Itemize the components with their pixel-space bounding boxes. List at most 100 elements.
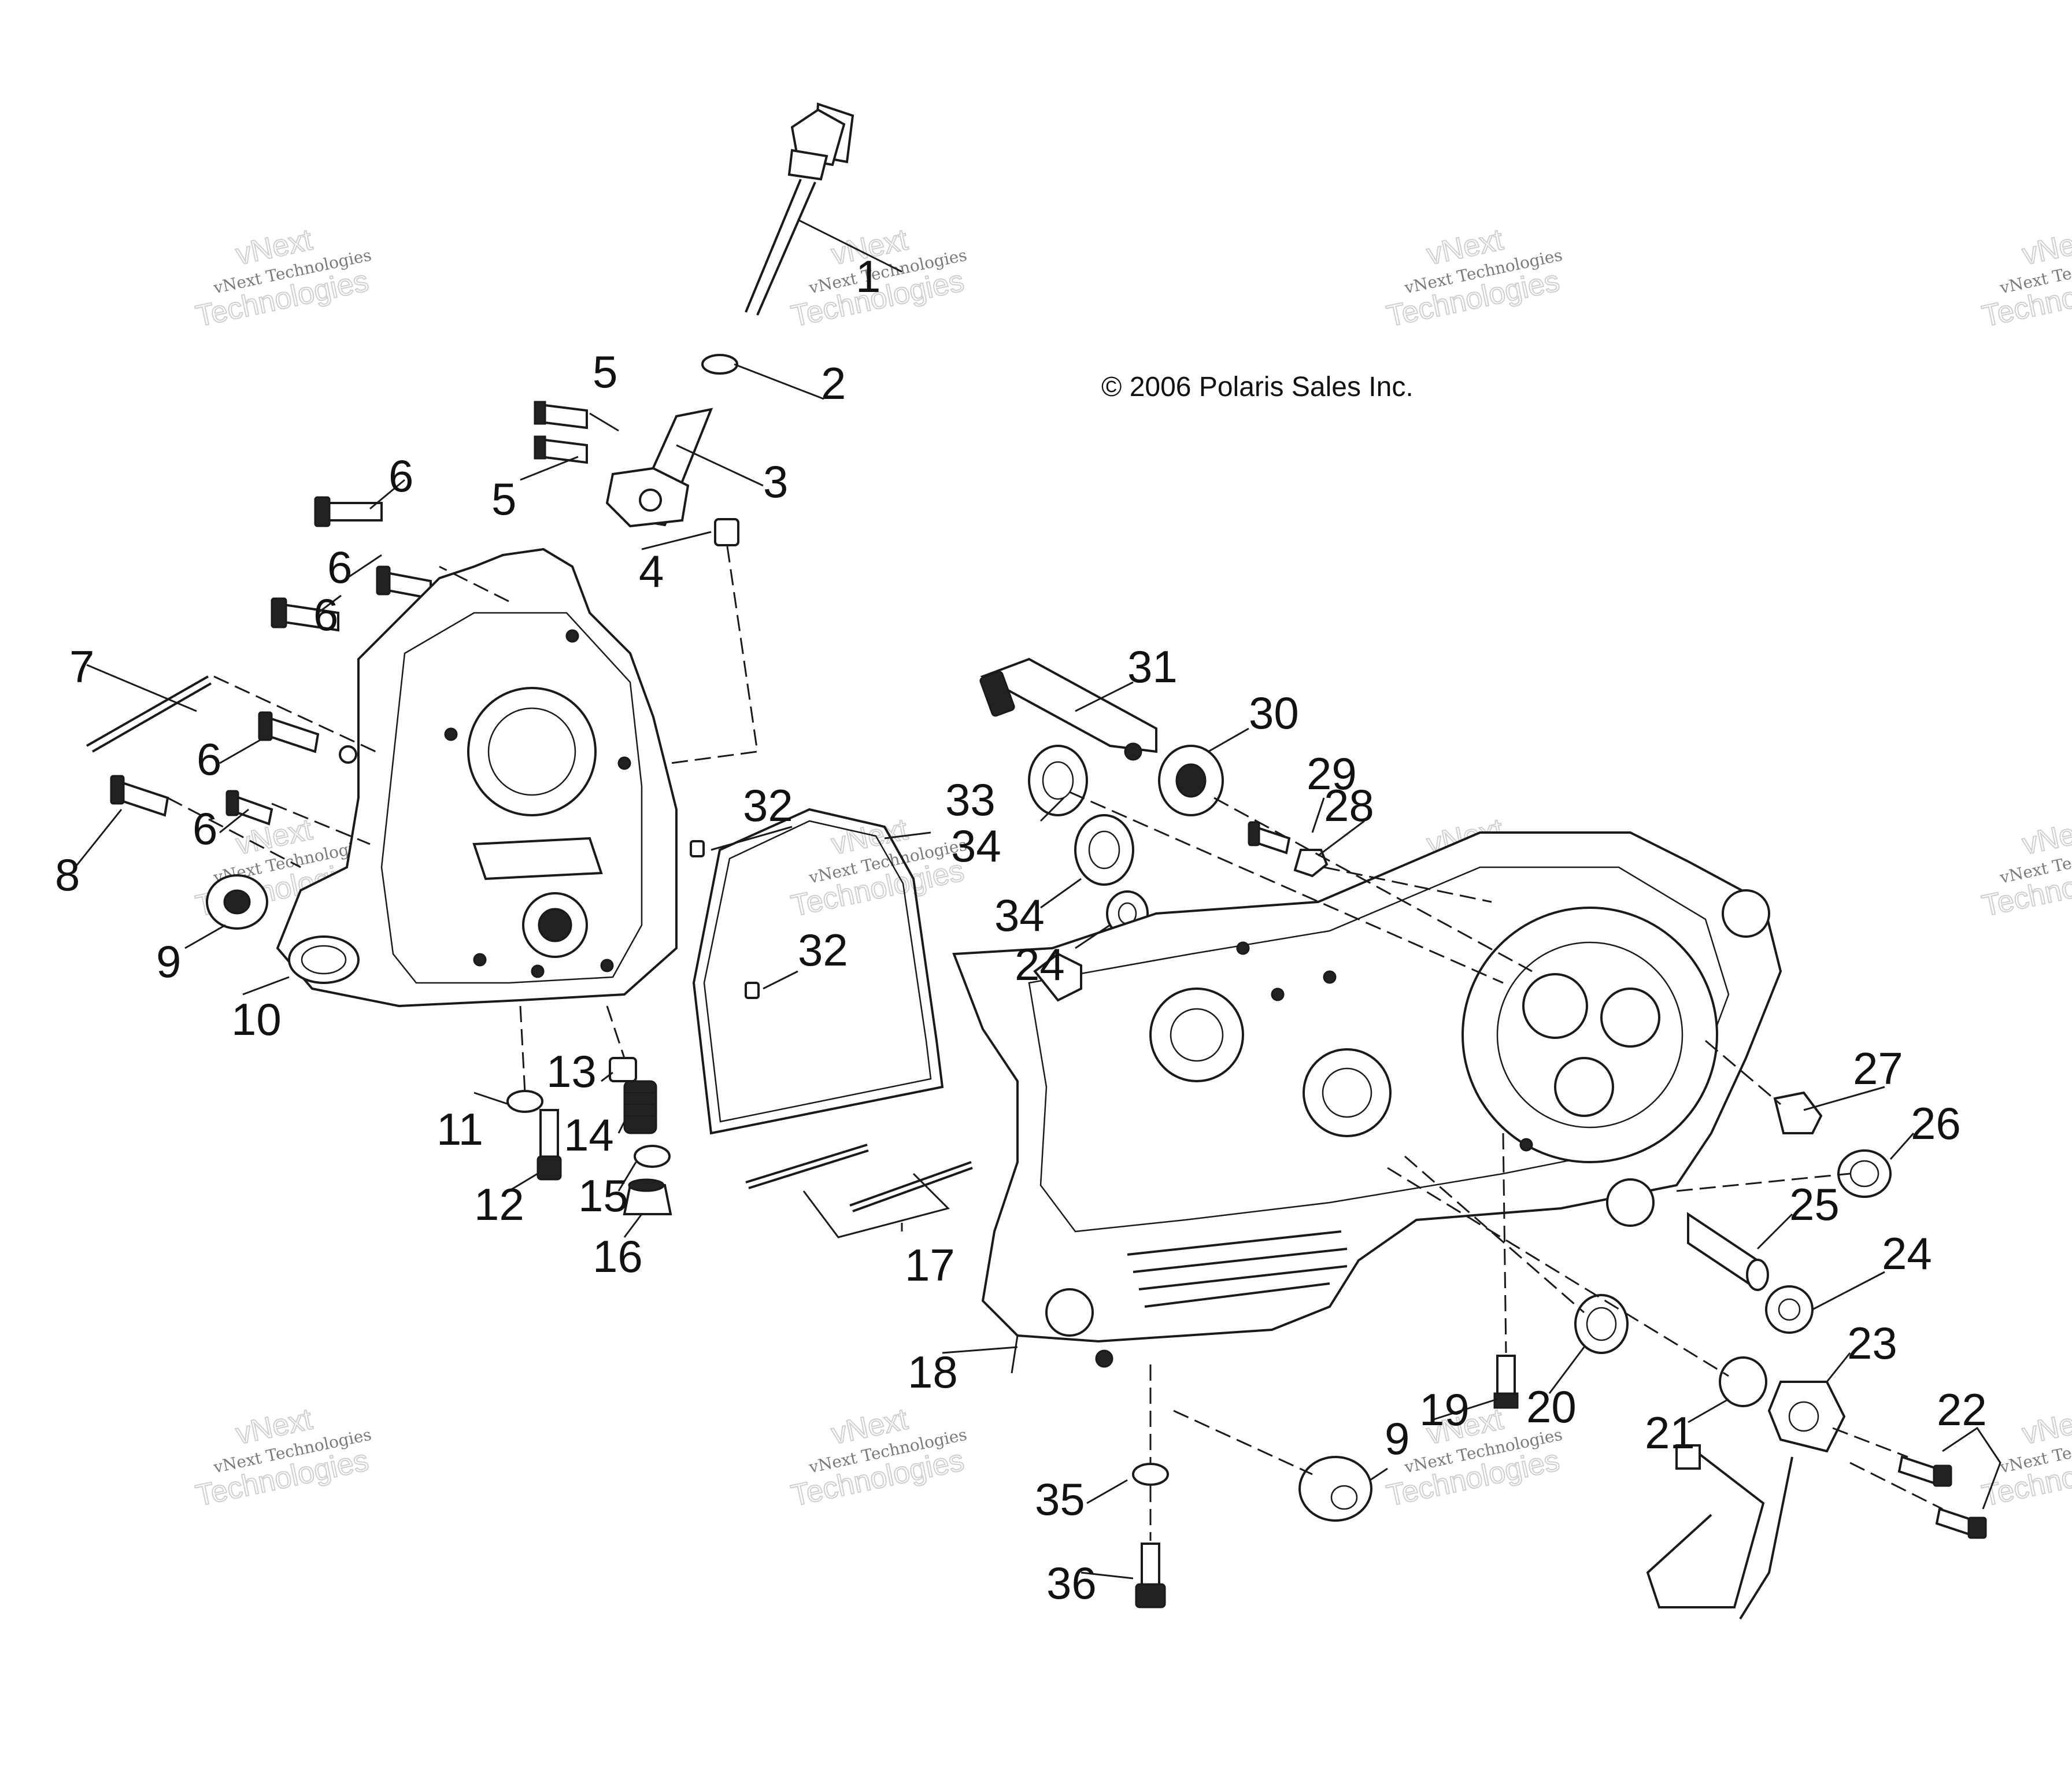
part-bracket-27 bbox=[1773, 1091, 1823, 1134]
label-19: 19 bbox=[1419, 1384, 1470, 1435]
watermark: vNext vNext Technologies Technologies bbox=[193, 1401, 373, 1513]
watermark: vNext vNext Technologies Technologies bbox=[193, 222, 373, 334]
label-13: 13 bbox=[546, 1046, 597, 1097]
label-25: 25 bbox=[1789, 1179, 1840, 1230]
part-bolt-29 bbox=[1248, 821, 1291, 855]
label-33: 33 bbox=[945, 774, 996, 825]
part-gasket-33 bbox=[692, 808, 944, 1135]
label-2: 2 bbox=[821, 358, 846, 409]
part-bracket-23 bbox=[1767, 1381, 1846, 1453]
watermark: vNext vNext Technologies Technologies bbox=[1383, 222, 1564, 334]
label-11: 11 bbox=[436, 1104, 483, 1155]
part-bolts-22 bbox=[1897, 1455, 1987, 1539]
label-24a: 24 bbox=[1015, 939, 1065, 990]
part-gear-cover-10 bbox=[276, 548, 678, 1008]
part-oring-2 bbox=[701, 354, 738, 375]
label-1: 1 bbox=[856, 251, 880, 302]
part-bolt-6-bottom bbox=[225, 790, 273, 826]
part-plug-16 bbox=[623, 1178, 672, 1215]
part-bushing-9-left bbox=[206, 874, 268, 930]
part-bolt-19 bbox=[1493, 1355, 1519, 1409]
part-bushing-9-right bbox=[1298, 1456, 1372, 1522]
watermark: vNext vNext Technologies Technologies bbox=[1979, 222, 2072, 334]
part-stud-7 bbox=[86, 675, 212, 753]
part-screen-13 bbox=[609, 1057, 637, 1082]
part-oring-11 bbox=[506, 1090, 543, 1113]
copyright-notice: © 2006 Polaris Sales Inc. bbox=[1101, 372, 1414, 402]
label-22: 22 bbox=[1937, 1384, 1987, 1435]
part-bearing-30 bbox=[1158, 745, 1224, 816]
part-filler-tube bbox=[605, 408, 713, 528]
part-bolt-6-lower bbox=[258, 711, 357, 764]
label-35: 35 bbox=[1035, 1474, 1085, 1525]
label-9b: 9 bbox=[1385, 1413, 1409, 1464]
part-kickstand bbox=[1646, 1444, 1793, 1620]
part-crankcase-18 bbox=[952, 831, 1782, 1368]
part-bolt-6-top bbox=[314, 496, 383, 527]
part-washer-4 bbox=[714, 518, 739, 546]
label-16: 16 bbox=[593, 1231, 643, 1282]
part-dowel-32b bbox=[745, 982, 760, 999]
label-28: 28 bbox=[1324, 780, 1374, 831]
label-20: 20 bbox=[1526, 1381, 1577, 1432]
label-9a: 9 bbox=[156, 936, 181, 987]
part-seal-34a bbox=[1028, 745, 1088, 816]
part-seal-20 bbox=[1574, 1294, 1629, 1354]
label-3: 3 bbox=[763, 456, 788, 507]
part-tube-25 bbox=[1687, 1212, 1769, 1292]
watermark: vNext vNext Technologies Technologies bbox=[788, 1401, 969, 1513]
part-oring-21 bbox=[1719, 1356, 1767, 1407]
label-6a: 6 bbox=[388, 450, 413, 501]
part-bolt-8 bbox=[110, 775, 169, 817]
label-36: 36 bbox=[1046, 1558, 1097, 1608]
part-studs-17 bbox=[745, 1144, 973, 1238]
part-bolt-5b bbox=[534, 435, 588, 464]
part-bolt-12 bbox=[536, 1109, 562, 1181]
label-6d: 6 bbox=[197, 734, 221, 785]
label-17: 17 bbox=[905, 1240, 955, 1290]
watermark: vNext vNext Technologies Technologies bbox=[1979, 812, 2072, 923]
label-26: 26 bbox=[1911, 1098, 1961, 1149]
part-dipstick bbox=[745, 102, 854, 316]
label-6c: 6 bbox=[313, 589, 338, 640]
part-seal-34b bbox=[1074, 814, 1134, 886]
part-labels: 1 2 3 4 5 5 6 6 6 6 6 7 8 9 10 11 12 13 … bbox=[55, 251, 1987, 1608]
label-23: 23 bbox=[1847, 1318, 1897, 1369]
part-oring-15 bbox=[634, 1145, 671, 1168]
part-washer-28 bbox=[1293, 849, 1329, 878]
label-12: 12 bbox=[474, 1179, 524, 1230]
label-6e: 6 bbox=[193, 803, 217, 854]
label-8: 8 bbox=[55, 849, 80, 900]
label-15: 15 bbox=[578, 1170, 628, 1221]
dashed-alignment-lines bbox=[167, 546, 1943, 1541]
part-seal-26 bbox=[1837, 1149, 1892, 1198]
label-4: 4 bbox=[639, 546, 664, 597]
part-drain-bolt-36 bbox=[1135, 1543, 1166, 1608]
label-32b: 32 bbox=[798, 924, 848, 975]
part-shaft-31 bbox=[979, 657, 1157, 761]
label-6b: 6 bbox=[327, 542, 352, 593]
leader-lines bbox=[74, 219, 2001, 1580]
label-10: 10 bbox=[231, 994, 282, 1045]
label-34a: 34 bbox=[951, 820, 1001, 871]
label-7: 7 bbox=[69, 641, 94, 692]
label-31: 31 bbox=[1127, 641, 1178, 692]
label-34b: 34 bbox=[994, 890, 1045, 941]
label-24b: 24 bbox=[1882, 1228, 1932, 1279]
part-dowel-32a bbox=[690, 840, 705, 857]
label-29: 29 bbox=[1307, 748, 1357, 799]
part-spring-14 bbox=[623, 1080, 657, 1134]
label-27: 27 bbox=[1853, 1043, 1903, 1094]
part-washer-35 bbox=[1132, 1463, 1169, 1486]
part-bushing-24b bbox=[1765, 1285, 1814, 1334]
part-bolt-6-mid bbox=[271, 565, 432, 632]
label-30: 30 bbox=[1249, 687, 1299, 738]
label-32a: 32 bbox=[743, 780, 793, 831]
label-5b: 5 bbox=[491, 474, 516, 524]
label-5a: 5 bbox=[593, 346, 617, 397]
label-21: 21 bbox=[1645, 1407, 1695, 1458]
label-18: 18 bbox=[908, 1347, 958, 1397]
part-bolt-5a bbox=[534, 401, 588, 430]
